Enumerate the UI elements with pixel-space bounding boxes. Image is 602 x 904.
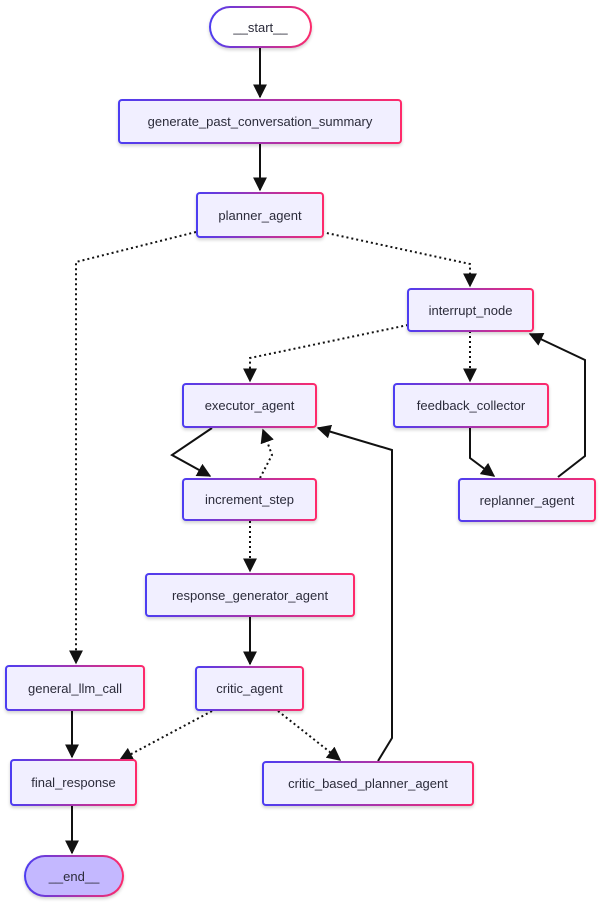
edge-feedback-replanner [469, 428, 496, 477]
node-generate-past-conversation-summary[interactable]: generate_past_conversation_summary [118, 99, 402, 144]
node-start[interactable]: __start__ [209, 6, 312, 48]
edge-interrupt-executor [243, 324, 409, 383]
edge-criticplanner-executor [316, 424, 393, 762]
edge-executor-increment [170, 427, 213, 477]
node-general-llm-call[interactable]: general_llm_call [5, 665, 145, 711]
node-final-response[interactable]: final_response [10, 759, 137, 806]
edge-increment-executor [259, 428, 274, 479]
node-critic-based-planner-agent[interactable]: critic_based_planner_agent [262, 761, 474, 806]
node-replanner-agent[interactable]: replanner_agent [458, 478, 596, 522]
node-increment-step[interactable]: increment_step [182, 478, 317, 521]
edge-critic-finalresponse [118, 710, 213, 761]
node-feedback-collector[interactable]: feedback_collector [393, 383, 549, 428]
edge-planner-generalllm [69, 231, 197, 665]
node-critic-agent[interactable]: critic_agent [195, 666, 304, 711]
edge-critic-criticplanner [277, 710, 342, 761]
node-planner-agent[interactable]: planner_agent [196, 192, 324, 238]
edge-replanner-interrupt [528, 333, 586, 478]
node-executor-agent[interactable]: executor_agent [182, 383, 317, 428]
edge-planner-interrupt [321, 231, 477, 288]
node-interrupt-node[interactable]: interrupt_node [407, 288, 534, 332]
node-end[interactable]: __end__ [24, 855, 124, 897]
node-response-generator-agent[interactable]: response_generator_agent [145, 573, 355, 617]
